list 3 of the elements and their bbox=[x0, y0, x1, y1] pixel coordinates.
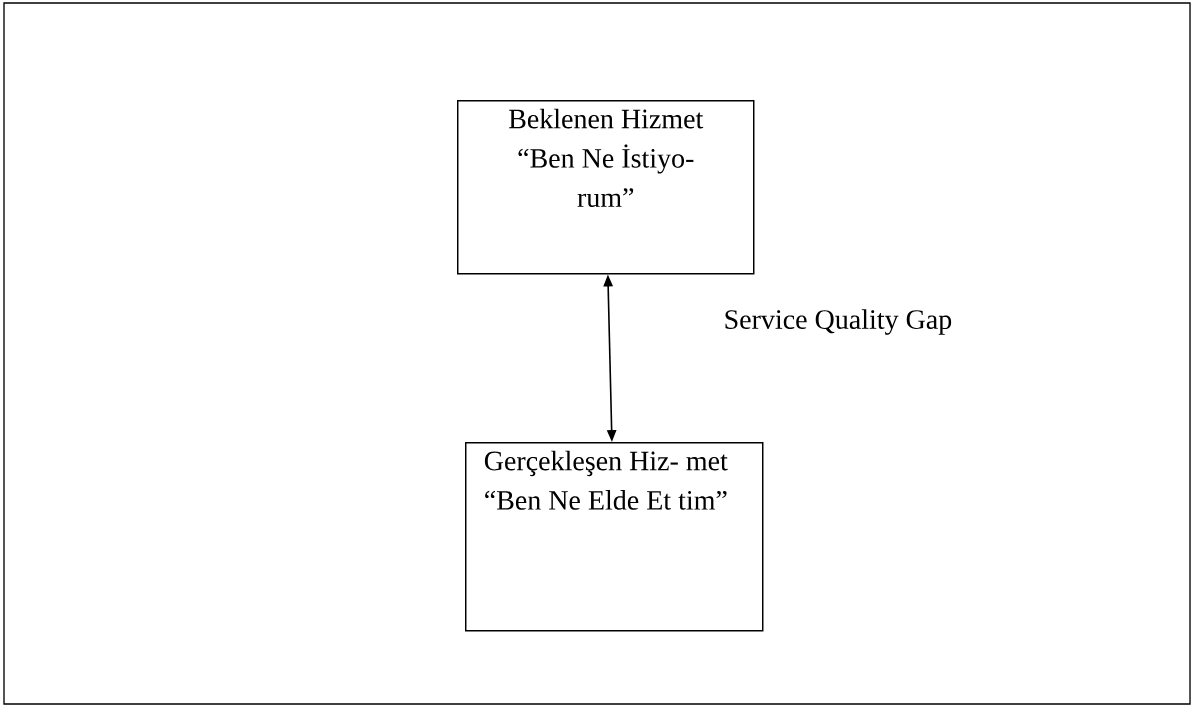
text-box: Beklenen Hizmet “Ben Ne İstiyo- rum” bbox=[457, 100, 755, 275]
edge-label: Service Quality Gap bbox=[722, 307, 954, 337]
text-box: Gerçekleşen Hiz- met “Ben Ne Elde Et tim” bbox=[465, 442, 764, 632]
